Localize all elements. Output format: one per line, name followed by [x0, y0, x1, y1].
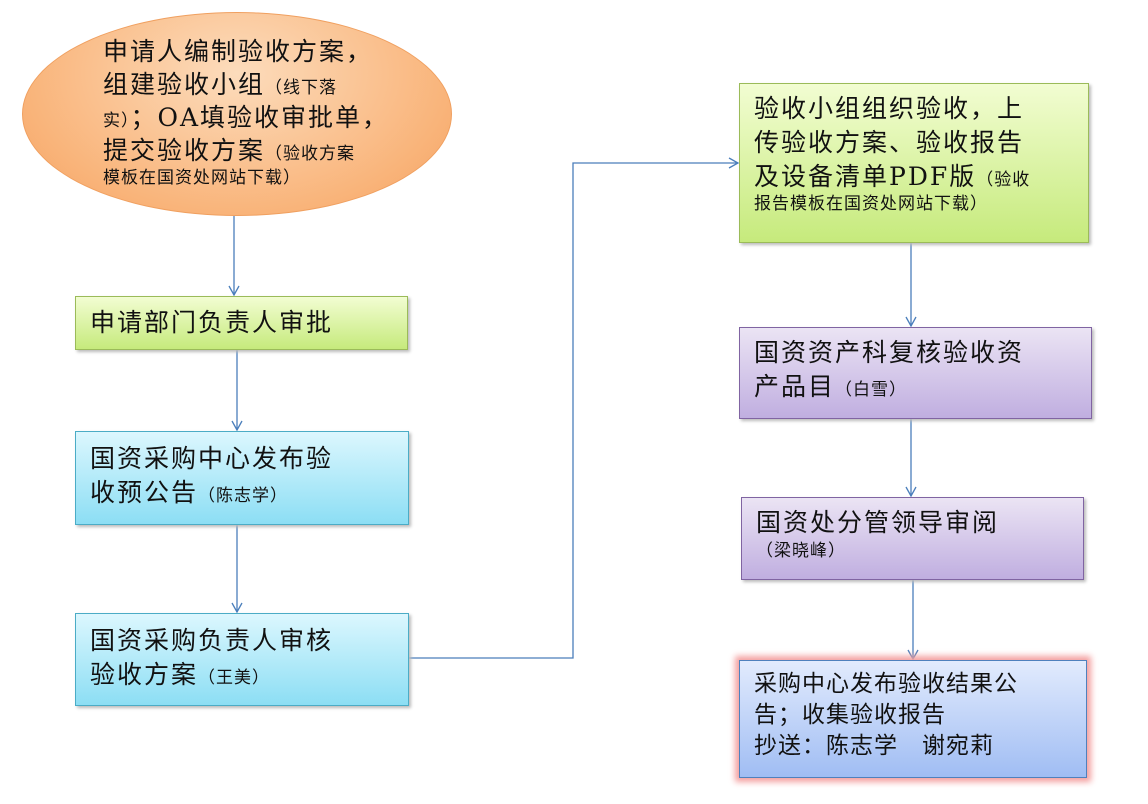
start-note-4: （验收方案 — [265, 144, 356, 164]
step5-asset-review: 国资资产科复核验收资 产品目（白雪） — [739, 327, 1092, 419]
arrow-step3-to-step4 — [409, 157, 740, 659]
step5-line-2: 产品目 — [754, 371, 836, 401]
step3-line-1: 国资采购负责人审核 — [90, 626, 334, 655]
start-line-4: 提交验收方案 — [103, 136, 266, 165]
step6-line-1: 国资处分管领导审阅 — [756, 508, 1000, 537]
step6-person: （梁晓峰） — [756, 540, 846, 561]
start-line-3: ；OA填验收审批单， — [130, 103, 390, 132]
step4-note-4: 报告模板在国资处网站下载） — [754, 194, 988, 215]
step7-line-1: 采购中心发布验收结果公 — [754, 671, 1018, 697]
step6-leader-review: 国资处分管领导审阅 （梁晓峰） — [741, 497, 1084, 580]
step7-cc-line: 抄送：陈志学 谢宛莉 — [754, 733, 994, 760]
step4-group-acceptance: 验收小组组织验收，上 传验收方案、验收报告 及设备清单PDF版（验收 报告模板在… — [739, 83, 1089, 243]
step2-line-1: 国资采购中心发布验 — [90, 444, 334, 473]
step7-result-announcement: 采购中心发布验收结果公 告；收集验收报告 抄送：陈志学 谢宛莉 — [739, 660, 1087, 778]
step1-department-approval: 申请部门负责人审批 — [75, 296, 408, 350]
step5-person: （白雪） — [835, 379, 908, 400]
step5-line-1: 国资资产科复核验收资 — [754, 338, 1025, 367]
start-note-3: 实） — [103, 111, 131, 131]
step1-text: 申请部门负责人审批 — [90, 308, 334, 337]
start-note-2: （线下落 — [265, 78, 338, 98]
step3-plan-review: 国资采购负责人审核 验收方案（王美） — [75, 613, 409, 706]
step3-line-2: 验收方案 — [90, 659, 199, 689]
start-line-2: 组建验收小组 — [103, 70, 266, 99]
start-note-5: 模板在国资处网站下载） — [103, 168, 301, 188]
step7-line-2: 告；收集验收报告 — [754, 702, 946, 729]
step3-person: （王美） — [198, 667, 271, 688]
step4-line-2: 传验收方案、验收报告 — [754, 127, 1025, 157]
step2-line-2: 收预公告 — [90, 477, 199, 507]
step4-line-1: 验收小组组织验收，上 — [754, 94, 1025, 123]
step2-pre-announcement: 国资采购中心发布验 收预公告（陈志学） — [75, 431, 409, 525]
step4-line-3: 及设备清单PDF版 — [754, 161, 977, 191]
step2-person: （陈志学） — [198, 485, 289, 506]
step4-note-3: （验收 — [976, 169, 1031, 190]
start-node-ellipse: 申请人编制验收方案， 组建验收小组（线下落 实）；OA填验收审批单， 提交验收方… — [22, 12, 452, 216]
start-line-1: 申请人编制验收方案， — [103, 37, 374, 66]
